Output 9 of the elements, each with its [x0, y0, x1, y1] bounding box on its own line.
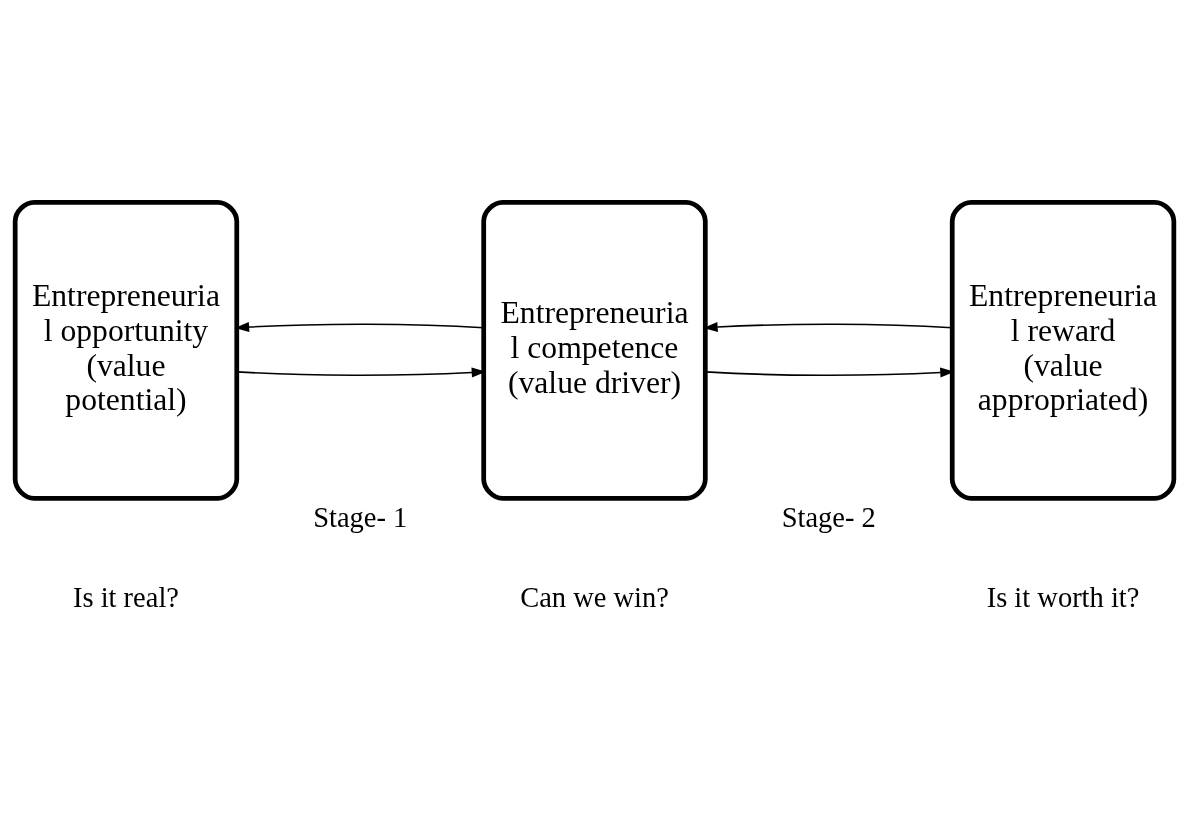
arrow: [705, 367, 955, 377]
label: Stage- 2: [781, 501, 876, 533]
node-label: Can we win?: [520, 581, 669, 613]
node-box: Entrepreneuria l opportunity (value potential): [12, 199, 240, 501]
label: Stage- 1: [313, 501, 408, 533]
node-label: Is it real?: [72, 581, 179, 613]
node-box: Entrepreneuria l reward (value appropriated): [949, 199, 1177, 501]
node-label: Is it worth it?: [986, 581, 1140, 613]
node-box: Entrepreneuria l competence (value driver): [481, 199, 708, 501]
